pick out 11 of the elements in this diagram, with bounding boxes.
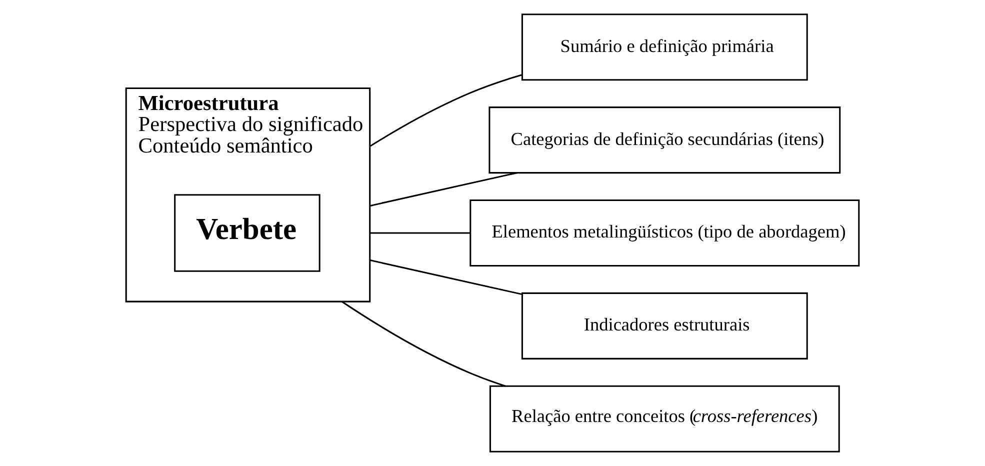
connector <box>370 232 470 234</box>
connector <box>370 172 518 207</box>
connector <box>341 300 506 387</box>
node-box: Indicadores estruturais <box>521 292 808 360</box>
connector <box>370 259 522 296</box>
node-box: Verbete <box>174 194 320 272</box>
node-box: Elementos metalingüísticos (tipo de abordagem) <box>470 199 860 267</box>
node-box: Relação entre conceitos (cross-references) <box>489 385 840 452</box>
node-box: Sumário e definição primária <box>521 14 808 81</box>
connector <box>369 74 522 147</box>
node-box: Categorias de definição secundárias (itens) <box>488 106 841 174</box>
